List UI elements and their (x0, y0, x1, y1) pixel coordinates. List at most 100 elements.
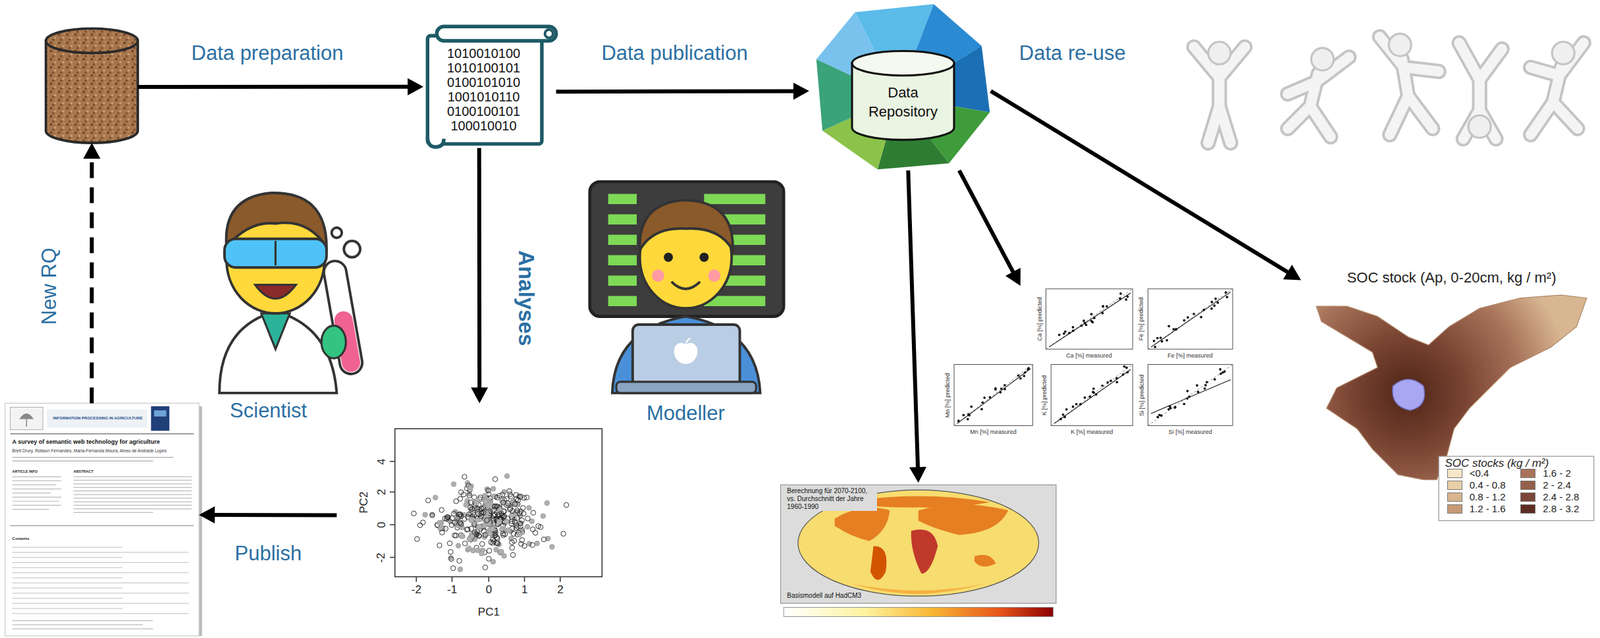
scatter-point (1094, 393, 1098, 396)
legend-text: 0.4 - 0.8 (1469, 479, 1506, 492)
legend-text: 1.2 - 1.6 (1469, 503, 1506, 515)
scatter-point (457, 566, 463, 572)
paper-thumbnail (150, 406, 170, 431)
scatter-point (1173, 405, 1177, 409)
scatter-point (433, 495, 438, 500)
axis-label: Ca [%] predicted (1036, 296, 1044, 342)
paper-thumbnail (12, 457, 174, 461)
scatter-point (1092, 391, 1095, 394)
scatter-point (1003, 387, 1007, 391)
scatter-point (518, 541, 524, 546)
element-scatter-plots (1147, 364, 1233, 426)
paper-thumbnail (9, 525, 194, 527)
pca-plot (389, 461, 561, 583)
scatter-point (1101, 305, 1105, 309)
scatter-point (1197, 390, 1200, 394)
element-scatter-plots (954, 364, 1033, 426)
happy-people (1551, 42, 1575, 65)
scatter-point (524, 524, 530, 529)
scatter-point (1203, 387, 1207, 390)
scientist-icon (274, 240, 277, 266)
raw-data-cylinder (46, 28, 138, 143)
happy-people (1459, 42, 1502, 139)
modeller-icon (708, 269, 721, 282)
scientist-icon (219, 192, 365, 394)
scatter-point (957, 419, 960, 423)
element-scatter-plots (1050, 364, 1133, 426)
connector-line (556, 88, 797, 94)
scatter-point (485, 502, 491, 507)
arrow-head (198, 506, 215, 524)
scatter-point (1218, 368, 1222, 371)
world-map (834, 507, 891, 542)
scatter-point (1204, 383, 1207, 387)
legend-swatch (1520, 480, 1536, 490)
arrow-head (470, 387, 488, 403)
scatter-point (999, 391, 1003, 394)
paper-heading: ARTICLE INFO (12, 469, 39, 475)
scatter-point (560, 531, 566, 536)
binary-scroll (436, 26, 556, 41)
scatter-point (519, 518, 525, 523)
scatter-point (476, 524, 482, 529)
element-scatter-plots (1048, 293, 1131, 347)
scatter-point (1167, 324, 1171, 328)
connector-line (89, 155, 94, 403)
scatter-point (994, 388, 997, 392)
scatter-point (494, 495, 500, 500)
scatter-point (1017, 373, 1020, 377)
paper-thumbnail: INFORMATION PROCESSING IN AGRICULTUREA s… (5, 402, 199, 636)
map-note: Berechnung für 2070-2100, vs. Durchschni… (785, 487, 878, 511)
map-title: SOC stock (Ap, 0-20cm, kg / m²) (1347, 269, 1557, 287)
scatter-point (514, 522, 519, 528)
scatter-point (486, 556, 492, 561)
scatter-point (485, 487, 491, 493)
scientist-icon (224, 239, 327, 268)
scatter-point (439, 507, 444, 513)
repository-label: Data Repository (857, 82, 950, 122)
role-caption: Scientist (229, 398, 307, 423)
scatter-point (493, 547, 499, 552)
scatter-point (455, 543, 461, 548)
axis-label: Mn [%] measured (969, 428, 1017, 436)
tick-label: 0 (375, 521, 389, 528)
scatter-point (453, 499, 459, 504)
scatter-point (1118, 296, 1122, 300)
happy-people (1310, 48, 1334, 71)
scatter-point (475, 547, 480, 553)
scatter-point (494, 503, 500, 509)
scatter-point (1165, 339, 1169, 342)
connector-arrow (990, 90, 1302, 280)
scatter-point (1105, 305, 1109, 309)
scatter-point (490, 559, 496, 564)
scatter-point (526, 541, 532, 546)
scatter-point (1182, 402, 1186, 406)
paper-thumbnail (12, 476, 62, 510)
paper-heading: ABSTRACT (73, 469, 94, 475)
scatter-point (1214, 297, 1217, 301)
scientist-icon (321, 325, 346, 359)
scatter-point (458, 521, 464, 527)
legend-swatch (1520, 504, 1536, 514)
scatter-point (544, 500, 550, 506)
legend-text: 2.8 - 3.2 (1542, 503, 1579, 515)
scatter-point (449, 522, 454, 528)
scatter-point (510, 531, 516, 536)
scatter-point (465, 526, 471, 532)
scatter-point (505, 528, 511, 533)
scatter-point (988, 396, 992, 400)
scientist-icon (321, 259, 365, 376)
scatter-point (540, 513, 546, 519)
scatter-point (520, 505, 526, 511)
scatter-point (1058, 333, 1061, 337)
scatter-point (449, 556, 454, 561)
scatter-point (1159, 336, 1163, 340)
scatter-point (504, 473, 509, 479)
scatter-point (1223, 370, 1227, 373)
scatter-point (1126, 295, 1130, 299)
scatter-point (1183, 319, 1186, 322)
scatter-point (459, 533, 465, 539)
scatter-point (1174, 328, 1178, 332)
scatter-point (957, 291, 1228, 423)
